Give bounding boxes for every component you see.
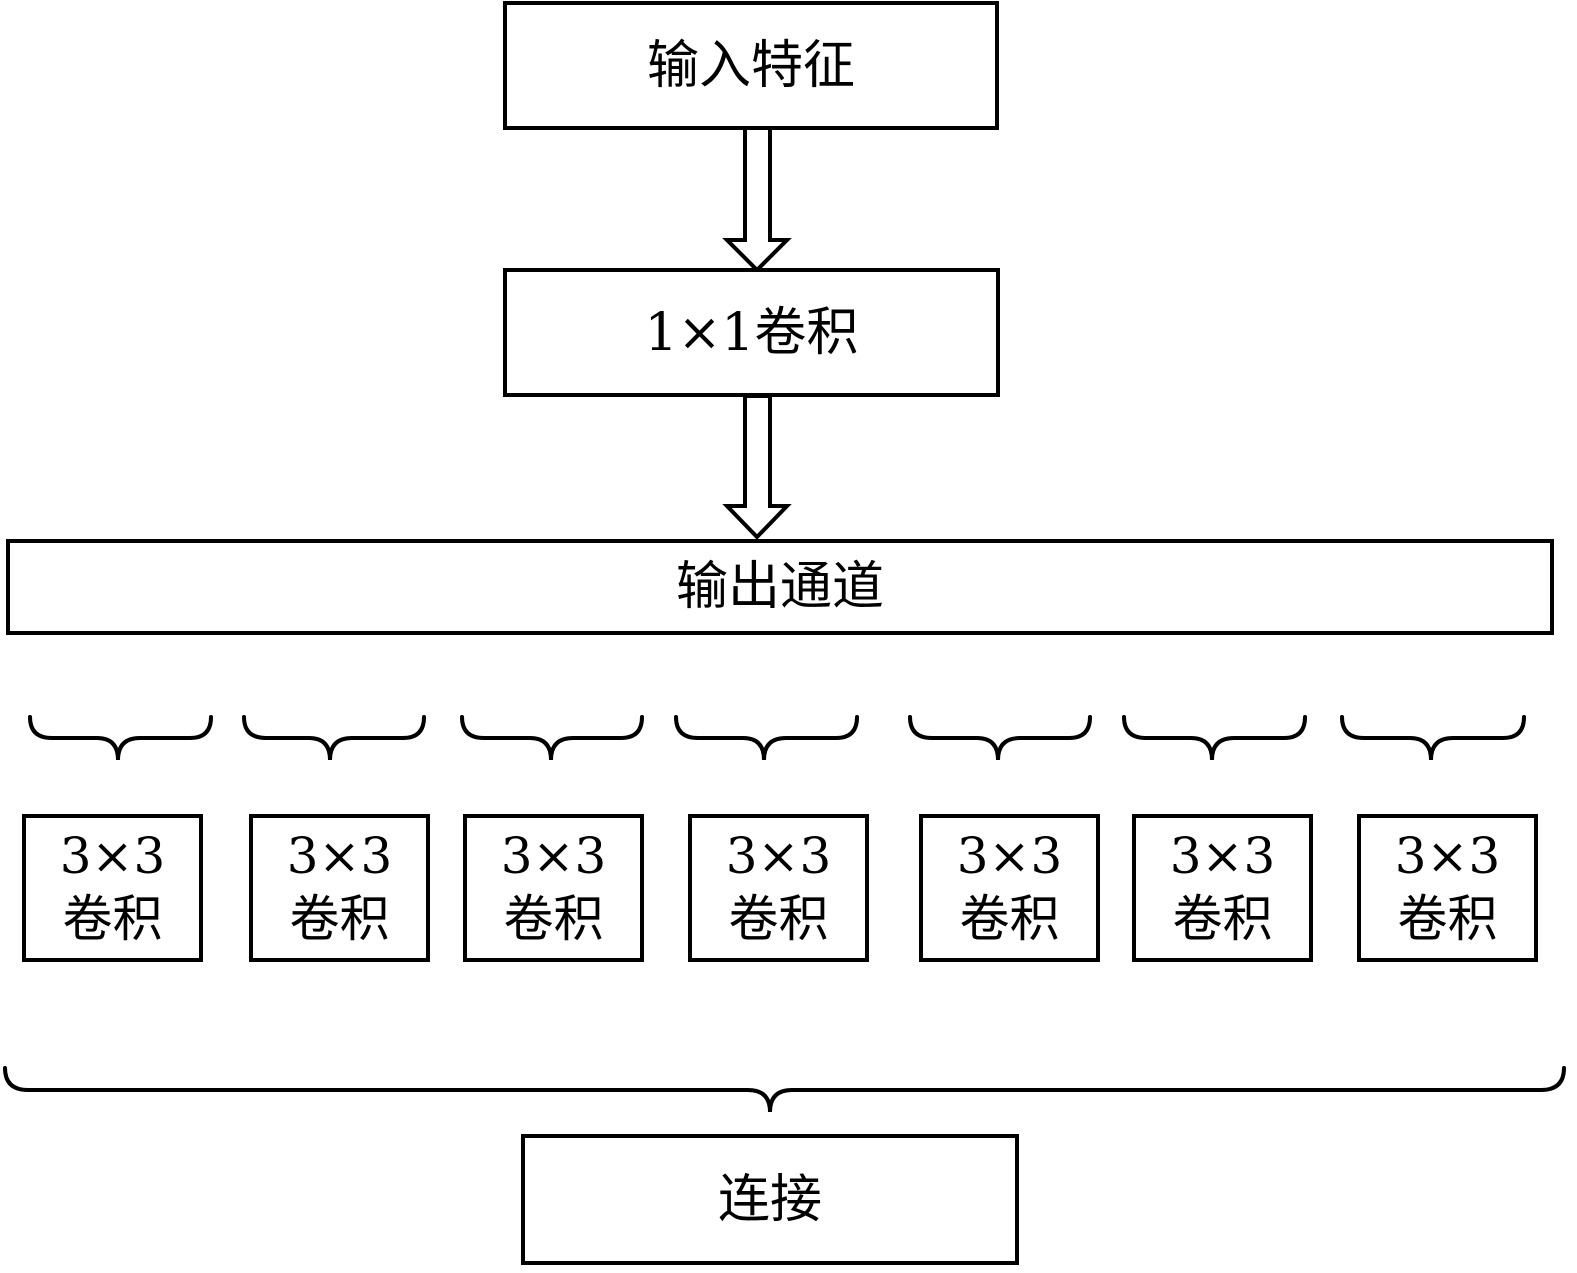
conv3x3-node-7: 3×3 卷积 <box>1357 814 1538 962</box>
conv3x3-op: 卷积 <box>1397 890 1498 948</box>
conv3x3-op: 卷积 <box>1172 890 1273 948</box>
conv1x1-node: 1×1卷积 <box>503 268 1000 397</box>
conv3x3-node-2: 3×3 卷积 <box>249 814 430 962</box>
conv3x3-op: 卷积 <box>728 890 829 948</box>
conv3x3-op: 卷积 <box>503 890 604 948</box>
group-brace-2 <box>242 715 426 761</box>
concat-node: 连接 <box>521 1134 1019 1265</box>
conv3x3-node-5: 3×3 卷积 <box>919 814 1100 962</box>
conv3x3-node-3: 3×3 卷积 <box>463 814 644 962</box>
group-brace-1 <box>28 715 213 761</box>
input-features-node: 输入特征 <box>503 1 999 130</box>
conv3x3-op: 卷积 <box>62 890 163 948</box>
conv3x3-node-6: 3×3 卷积 <box>1132 814 1313 962</box>
arrow-conv1x1-to-channels <box>722 394 792 540</box>
output-channels-label: 输出通道 <box>675 557 884 617</box>
conv3x3-size: 3×3 <box>725 826 832 885</box>
group-brace-7 <box>1340 715 1526 761</box>
conv3x3-size: 3×3 <box>956 826 1063 885</box>
arrow-input-to-conv1x1 <box>722 126 792 273</box>
concat-label: 连接 <box>717 1169 822 1230</box>
group-brace-3 <box>460 715 644 761</box>
output-channels-node: 输出通道 <box>6 539 1554 635</box>
group-brace-4 <box>674 715 859 761</box>
input-features-label: 输入特征 <box>646 35 855 96</box>
conv3x3-node-1: 3×3 卷积 <box>22 814 203 962</box>
group-brace-6 <box>1122 715 1307 761</box>
merge-brace <box>3 1066 1566 1113</box>
group-brace-5 <box>908 715 1092 761</box>
conv3x3-size: 3×3 <box>1169 826 1276 885</box>
conv3x3-node-4: 3×3 卷积 <box>688 814 869 962</box>
conv3x3-size: 3×3 <box>500 826 607 885</box>
conv3x3-size: 3×3 <box>59 826 166 885</box>
conv3x3-size: 3×3 <box>286 826 393 885</box>
conv1x1-label: 1×1卷积 <box>644 302 859 363</box>
conv3x3-op: 卷积 <box>289 890 390 948</box>
conv3x3-size: 3×3 <box>1394 826 1501 885</box>
conv3x3-op: 卷积 <box>959 890 1060 948</box>
